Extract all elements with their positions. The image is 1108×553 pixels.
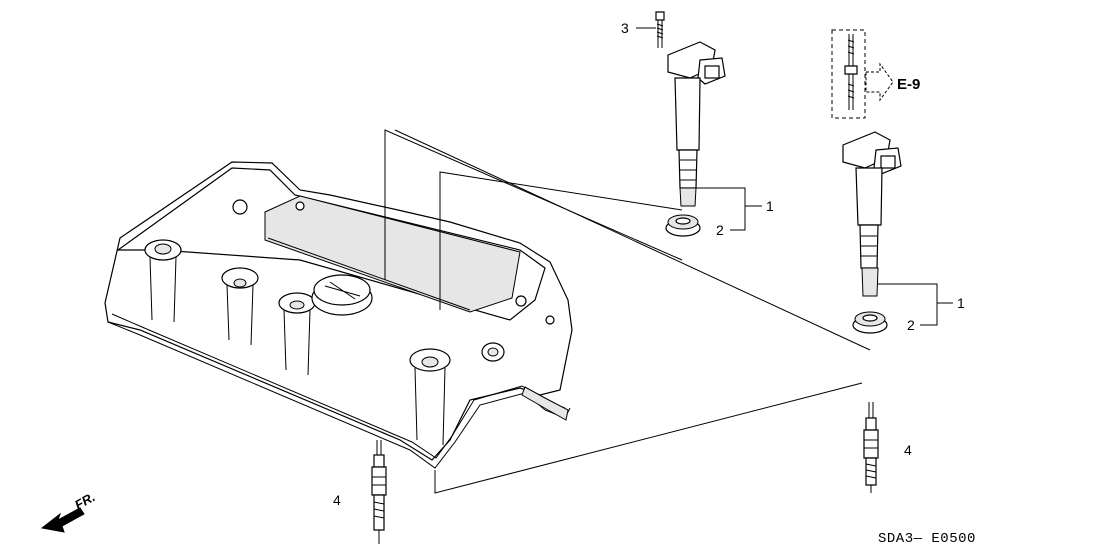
spark-plug-left — [371, 440, 387, 544]
front-direction-label: FR. — [72, 489, 98, 512]
seal-1 — [665, 214, 701, 237]
callout-seal-2: 2 — [907, 317, 915, 333]
callout-plug-left: 4 — [333, 492, 341, 508]
guide-lines — [384, 27, 953, 494]
oil-filler-cap — [311, 274, 373, 316]
cylinder-head-cover — [104, 161, 573, 469]
reference-arrow-icon — [865, 62, 894, 102]
seal-2 — [852, 311, 888, 334]
spark-plug-right — [863, 402, 879, 493]
plug-tube-2 — [221, 267, 259, 346]
front-direction-indicator: FR. — [40, 489, 98, 533]
diagram-code: SDA3— E0500 — [878, 531, 976, 547]
callout-bolt: 3 — [621, 20, 629, 36]
bolt — [655, 11, 665, 48]
callout-seal-1: 2 — [716, 222, 724, 238]
callout-plug-right: 4 — [904, 442, 912, 458]
stud-bolt — [831, 29, 866, 119]
front-arrow-icon — [40, 507, 85, 533]
plug-tube-4 — [409, 348, 451, 446]
reference-arrow[interactable]: E-9 — [865, 62, 920, 102]
ignition-coil-2 — [842, 131, 902, 297]
ignition-coil-1 — [667, 41, 726, 207]
plug-tube-1 — [144, 239, 182, 323]
breather-nipple — [481, 342, 505, 362]
callout-coil-1: 1 — [766, 198, 774, 214]
reference-label[interactable]: E-9 — [897, 76, 920, 93]
callout-coil-2: 1 — [957, 295, 965, 311]
